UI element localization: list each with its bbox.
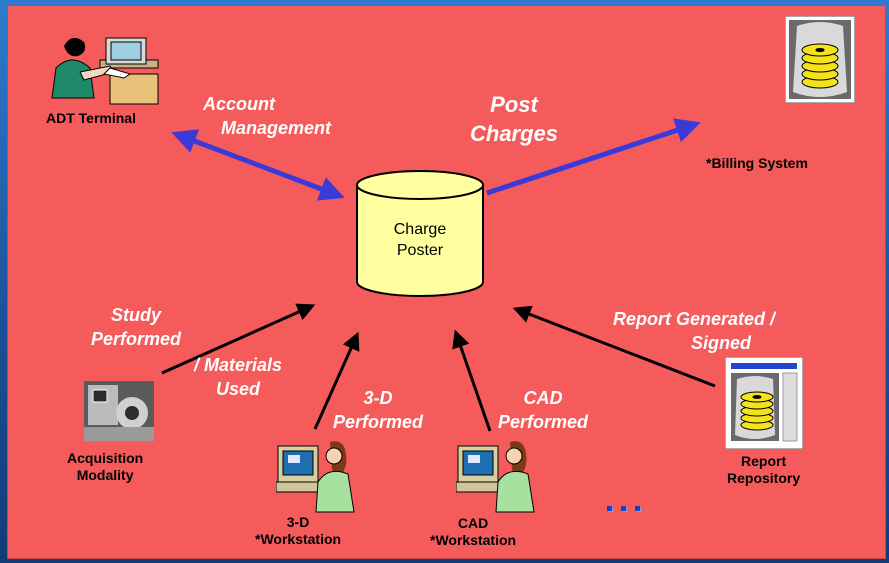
acquisition-modality-line1: Acquisition [67, 450, 144, 466]
post-charges-arrow [486, 118, 701, 196]
acquisition-modality-label: Acquisition Modality [67, 450, 143, 484]
account-management-line1: Account [203, 94, 275, 114]
study-performed-label: Study Performed [91, 303, 181, 351]
report-repository-line2: Repository [727, 470, 801, 486]
adt-terminal-label: ADT Terminal [46, 110, 136, 126]
study-performed-line1: Study [111, 305, 162, 325]
cad-performed-arrow [452, 329, 492, 432]
3d-performed-arrow [313, 331, 360, 430]
report-generated-line1: Report Generated / [613, 309, 776, 329]
report-repository-label: Report Repository [727, 453, 800, 487]
charge-poster-label-line1: Charge [393, 221, 447, 238]
report-repository-line1: Report [741, 453, 787, 469]
account-management-line2: Management [221, 118, 332, 138]
xray-disk-icon [785, 16, 855, 103]
report-generated-line2: Signed [691, 333, 752, 353]
cad-performed-line2: Performed [498, 412, 589, 432]
3d-performed-label: 3-D Performed [333, 386, 423, 434]
dot [635, 506, 640, 511]
workstation-cad-line1: CAD [457, 515, 489, 531]
report-generated-label: Report Generated / Signed [613, 307, 775, 355]
dot [607, 506, 612, 511]
3d-performed-line1: 3-D [363, 388, 393, 408]
workstation-user-icon [276, 441, 355, 513]
cad-performed-line1: CAD [523, 388, 563, 408]
report-generated-arrow [512, 305, 716, 388]
workstation-cad-line2: *Workstation [430, 532, 517, 548]
report-disk-icon [725, 357, 803, 449]
account-management-arrow [171, 129, 345, 201]
billing-system-label: *Billing System [706, 155, 808, 171]
more-dots-icon [607, 498, 649, 516]
materials-used-line1: / Materials [194, 355, 283, 375]
post-charges-label: Post Charges [470, 90, 558, 148]
materials-used-label: / Materials Used [194, 353, 282, 401]
study-performed-arrow [161, 303, 316, 375]
office-worker-icon [51, 37, 159, 105]
post-charges-line1: Post [490, 92, 538, 117]
account-management-label: Account Management [203, 92, 331, 140]
dot [621, 506, 626, 511]
materials-used-line2: Used [216, 379, 261, 399]
cad-performed-label: CAD Performed [498, 386, 588, 434]
post-charges-line2: Charges [470, 121, 559, 146]
modality-photo-icon [84, 381, 154, 441]
charge-poster-cylinder [356, 170, 484, 297]
workstation-3d-line1: 3-D [286, 514, 310, 530]
3d-performed-line2: Performed [333, 412, 424, 432]
acquisition-modality-line2: Modality [76, 467, 134, 483]
workstation-3d-label: 3-D *Workstation [255, 514, 341, 548]
workstation-3d-line2: *Workstation [255, 531, 342, 547]
workstation-cad-label: CAD *Workstation [430, 515, 516, 549]
workstation-user-icon [456, 441, 535, 513]
study-performed-line2: Performed [91, 329, 182, 349]
charge-poster-label: Charge Poster [357, 219, 483, 261]
charge-poster-label-line2: Poster [396, 242, 444, 259]
